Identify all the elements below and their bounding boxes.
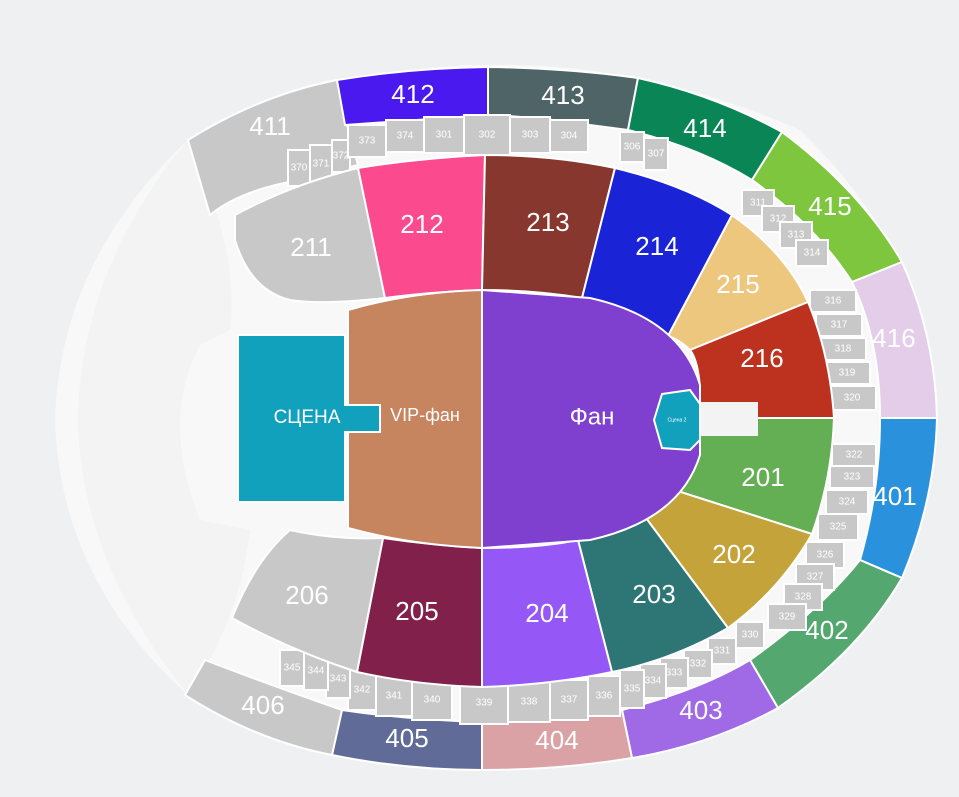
section-211[interactable] (234, 166, 387, 304)
section-320[interactable] (827, 385, 877, 411)
section-330[interactable] (735, 621, 765, 649)
section-370[interactable] (287, 149, 311, 187)
section-304[interactable] (549, 119, 589, 153)
section-322[interactable] (831, 443, 877, 467)
section-339[interactable] (459, 681, 509, 725)
section-302[interactable] (463, 114, 511, 156)
main-stage (237, 334, 381, 503)
stage-2 (652, 388, 701, 452)
section-329[interactable] (767, 603, 807, 631)
section-323[interactable] (829, 465, 875, 489)
section-303[interactable] (509, 116, 551, 154)
section-314[interactable] (795, 239, 829, 267)
section-306[interactable] (619, 131, 645, 163)
section-324[interactable] (825, 489, 869, 515)
section-325[interactable] (817, 513, 859, 541)
section-340[interactable] (411, 679, 453, 721)
section-335[interactable] (619, 669, 645, 709)
lower-tier-200 (230, 153, 836, 689)
section-374[interactable] (385, 119, 425, 153)
section-373[interactable] (347, 124, 387, 158)
section-341[interactable] (375, 675, 413, 717)
runway-walkway (700, 402, 758, 436)
section-318[interactable] (819, 337, 867, 361)
section-345[interactable] (279, 649, 305, 687)
section-307[interactable] (643, 137, 669, 171)
section-312[interactable] (761, 205, 795, 233)
section-206[interactable] (230, 528, 385, 674)
stadium-west-stand (78, 140, 250, 695)
section-336[interactable] (587, 675, 621, 717)
section-342[interactable] (347, 669, 377, 711)
fan-zone[interactable] (481, 288, 701, 550)
section-316[interactable] (809, 289, 857, 313)
section-337[interactable] (549, 679, 589, 721)
section-406[interactable] (183, 658, 344, 757)
section-301[interactable] (423, 116, 465, 154)
section-338[interactable] (507, 681, 551, 723)
section-317[interactable] (815, 313, 863, 337)
